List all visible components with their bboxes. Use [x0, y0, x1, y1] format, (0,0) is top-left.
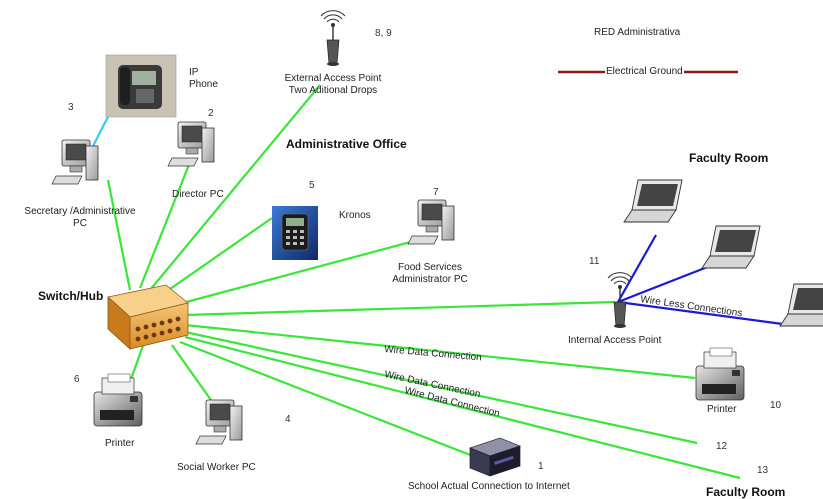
link-director [138, 161, 192, 289]
kronos-number: 5 [309, 180, 315, 191]
director-pc-icon [167, 121, 215, 167]
link-printer-right [184, 323, 696, 380]
social-worker-number: 4 [285, 414, 291, 425]
secretary-pc-number: 3 [68, 102, 74, 113]
food-services-pc-icon [407, 199, 455, 245]
internet-label: School Actual Connection to Internet [408, 481, 570, 492]
legend-ground-label: Electrical Ground [605, 66, 684, 78]
secretary-pc-label: Secretary /Administrative PC [24, 206, 136, 229]
internal-ap-number: 11 [589, 256, 600, 267]
wired-links [106, 84, 741, 480]
internal-ap-label: Internal Access Point [568, 335, 662, 346]
link-printer-left [128, 339, 147, 383]
laptop-2-icon [701, 225, 761, 269]
switch-hub-label: Switch/Hub [38, 289, 104, 303]
link-social-worker [171, 344, 219, 411]
modem-icon [468, 437, 522, 477]
printer-right-label: Printer [707, 404, 737, 415]
wireless-links [617, 234, 791, 327]
link-internal-ap [184, 300, 615, 317]
link-external-ap [149, 84, 321, 291]
wireless-link-1 [617, 234, 657, 303]
drop-13-number: 13 [757, 465, 769, 476]
internal-ap-icon [607, 271, 633, 329]
link-secretary [106, 179, 132, 291]
internet-number: 1 [538, 461, 544, 472]
secretary-pc-icon [51, 139, 99, 185]
admin-office-title: Administrative Office [286, 137, 407, 151]
external-ap-icon [320, 9, 346, 67]
external-ap-label: External Access Point Two Aditional Drop… [284, 73, 382, 96]
switch-hub-icon [107, 284, 189, 350]
wireless-link-2 [617, 264, 711, 304]
social-worker-label: Social Worker PC [177, 462, 256, 473]
printer-left-number: 6 [74, 374, 80, 385]
ip-phone-icon [105, 54, 177, 118]
printer-left-icon [93, 373, 143, 427]
link-drop-13 [184, 335, 741, 480]
director-pc-number: 2 [208, 108, 214, 119]
link-food-services [174, 238, 419, 307]
link-kronos [159, 217, 273, 297]
wire-data-connection-label-1: Wire Data Connection [384, 344, 482, 363]
kronos-label: Kronos [339, 210, 371, 221]
time-clock-icon [272, 206, 318, 260]
link-internet [179, 340, 479, 460]
link-drop-12 [184, 330, 698, 445]
wireless-connections-label: Wire Less Connections [640, 294, 743, 319]
printer-right-number: 10 [770, 400, 782, 411]
printer-right-icon [695, 347, 745, 401]
wireless-link-3 [617, 300, 791, 327]
laptop-3-icon [779, 283, 823, 327]
faculty-room-top-title: Faculty Room [689, 151, 769, 165]
food-services-label: Food Services Administrator PC [392, 262, 468, 285]
laptop-1-icon [623, 179, 683, 223]
director-pc-label: Director PC [172, 189, 224, 200]
legend-title: RED Administrativa [594, 27, 681, 38]
external-ap-number: 8, 9 [375, 28, 392, 39]
faculty-room-bottom-title: Faculty Room [706, 485, 786, 499]
printer-left-label: Printer [105, 438, 135, 449]
drop-12-number: 12 [716, 441, 728, 452]
food-services-number: 7 [433, 187, 439, 198]
ip-phone-label: IP Phone [189, 67, 218, 90]
social-worker-pc-icon [195, 399, 243, 445]
